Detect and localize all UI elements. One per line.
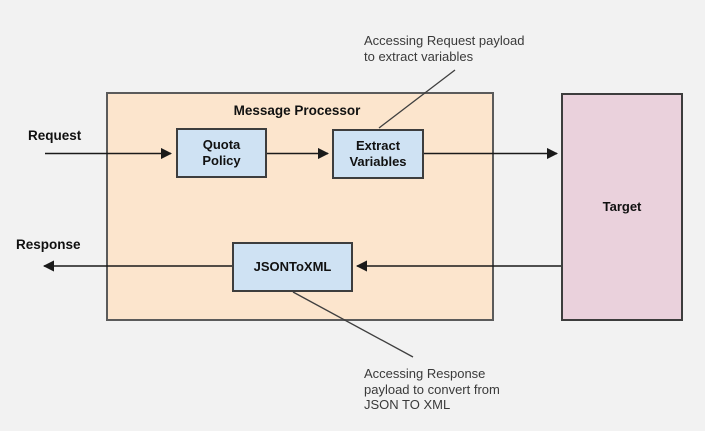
- annotation-response-payload: Accessing Response payload to convert fr…: [364, 366, 500, 412]
- node-target: Target: [561, 93, 683, 321]
- target-label: Target: [602, 199, 642, 214]
- request-label: Request: [28, 128, 82, 143]
- node-extract-variables: Extract Variables: [332, 129, 424, 179]
- node-quota-policy: Quota Policy: [176, 128, 267, 178]
- response-label: Response: [16, 237, 81, 252]
- message-processor-title: Message Processor: [233, 103, 361, 118]
- annotation-request-payload: Accessing Request payload to extract var…: [364, 33, 525, 64]
- node-jsontoxml: JSONToXML: [232, 242, 353, 292]
